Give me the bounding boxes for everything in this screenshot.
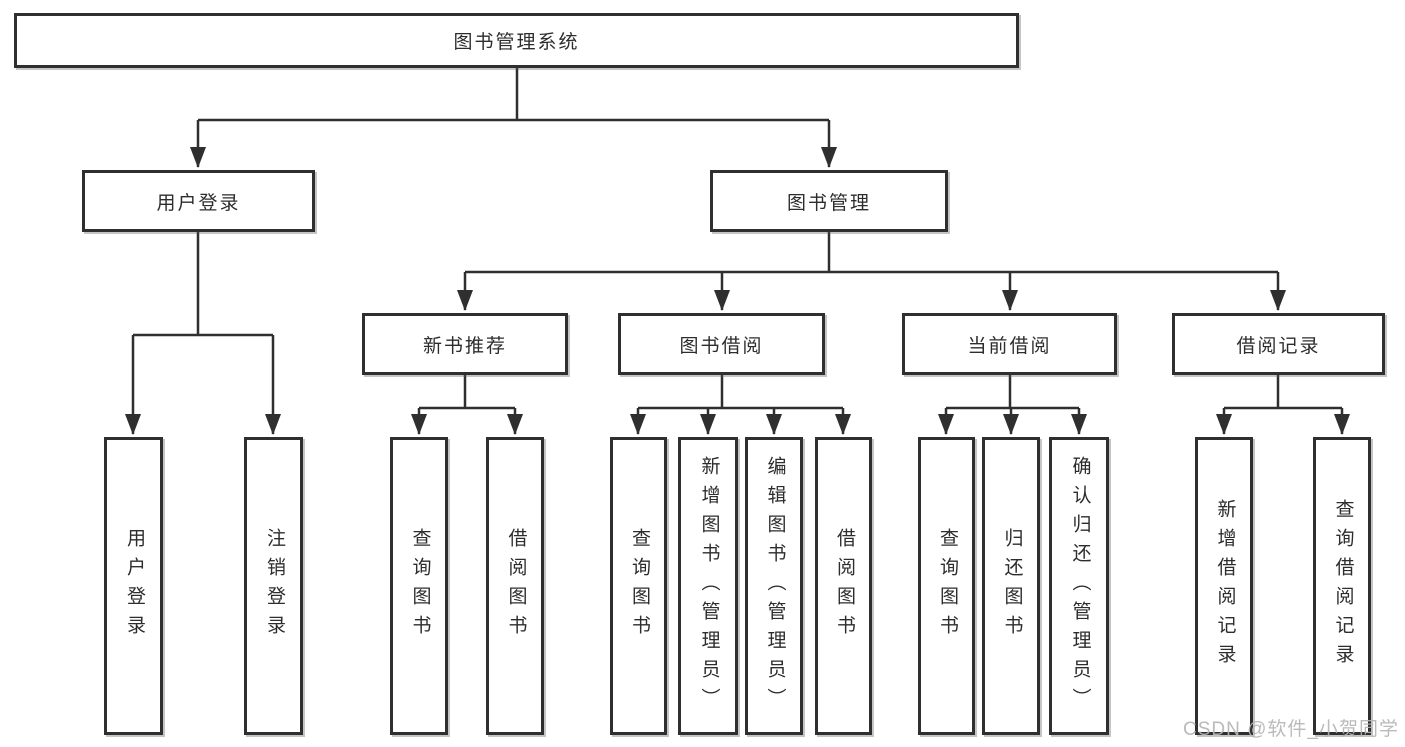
node-user-login: 用户登录: [82, 170, 315, 232]
leaf-user-login: 用户登录: [104, 437, 163, 735]
node-borrow-records: 借阅记录: [1172, 313, 1385, 375]
node-root: 图书管理系统: [14, 13, 1019, 68]
leaf-borrow-books-1: 借阅图书: [486, 437, 544, 735]
leaf-add-borrow-record: 新增借阅记录: [1195, 437, 1253, 735]
leaf-confirm-return-admin: 确认归还（管理员）: [1049, 437, 1109, 735]
node-book-borrow: 图书借阅: [618, 313, 825, 375]
leaf-query-books-1: 查询图书: [390, 437, 448, 735]
node-new-book-recommend: 新书推荐: [362, 313, 568, 375]
leaf-return-book: 归还图书: [982, 437, 1040, 735]
watermark-text: CSDN @软件_小贺同学: [1183, 719, 1399, 740]
leaf-query-books-3: 查询图书: [918, 437, 975, 735]
node-current-borrow: 当前借阅: [902, 313, 1117, 375]
leaf-query-books-2: 查询图书: [610, 437, 667, 735]
node-book-management: 图书管理: [710, 170, 948, 232]
leaf-add-book-admin: 新增图书（管理员）: [678, 437, 738, 735]
leaf-logout-login: 注销登录: [244, 437, 303, 735]
leaf-borrow-books-2: 借阅图书: [815, 437, 872, 735]
leaf-edit-book-admin: 编辑图书（管理员）: [745, 437, 803, 735]
leaf-query-borrow-record: 查询借阅记录: [1313, 437, 1371, 735]
